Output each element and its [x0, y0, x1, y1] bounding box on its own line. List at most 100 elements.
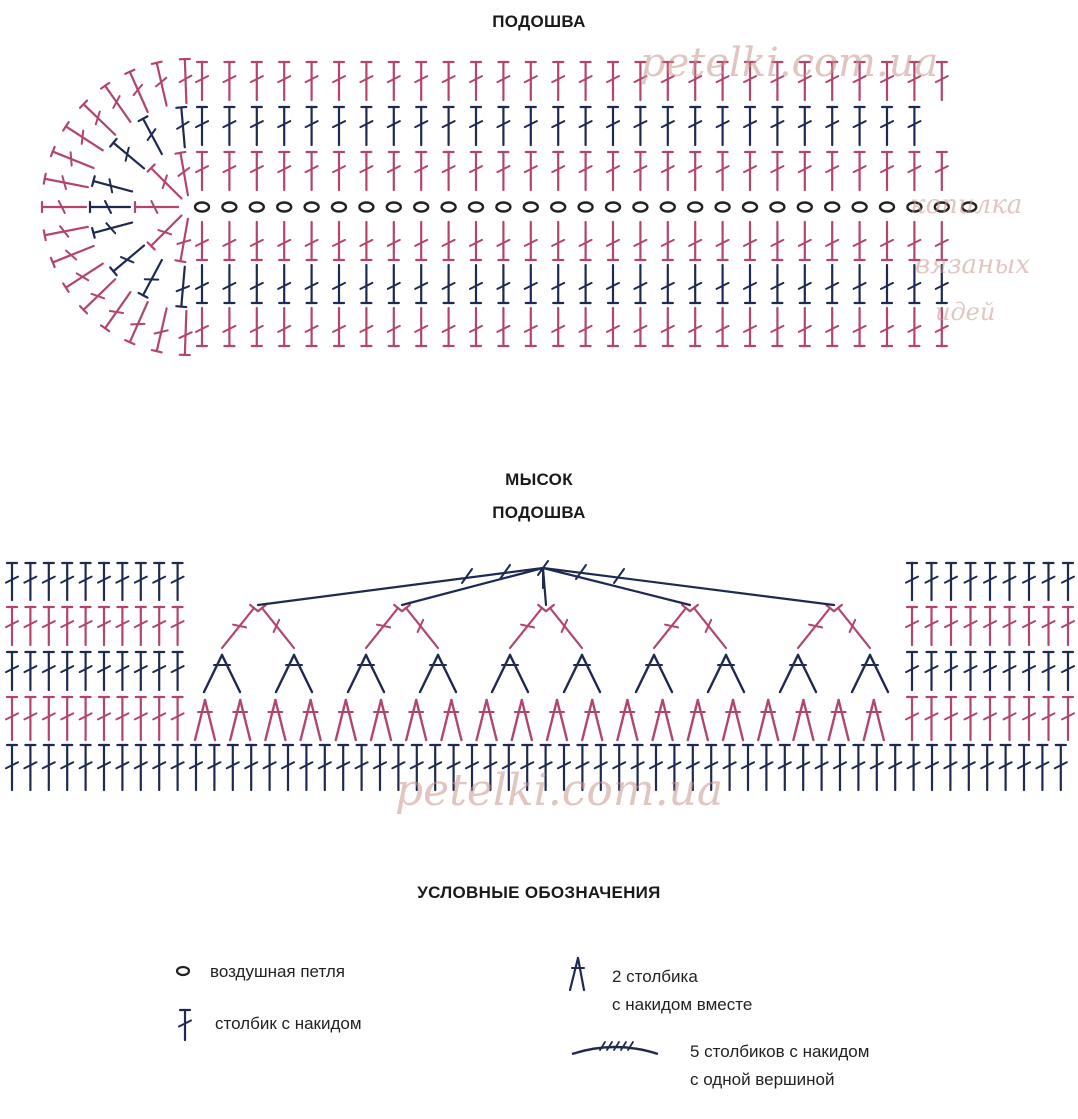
stitch-leg — [418, 653, 440, 694]
double-crochet-icon — [770, 105, 785, 147]
yarn-over — [599, 1041, 606, 1051]
dc2tog-icon — [369, 698, 393, 742]
stitch-yarn-over — [60, 665, 75, 674]
chain-stitch-icon — [796, 201, 813, 213]
double-crochet-icon — [170, 561, 185, 602]
stitch-yarn-over — [5, 575, 19, 584]
stitch-yarn-over — [963, 620, 978, 629]
stitch-yarn-over — [124, 146, 130, 162]
legend-dc2tog-label-1: 2 столбика — [612, 967, 698, 986]
double-crochet-icon — [207, 743, 222, 792]
double-crochet-icon — [23, 561, 38, 602]
double-crochet-icon — [1035, 743, 1050, 792]
double-crochet-icon — [359, 220, 374, 262]
dc2tog-icon — [634, 653, 674, 694]
stitch-leg — [292, 653, 314, 694]
double-crochet-icon — [551, 60, 566, 102]
stitch-yarn-over — [336, 761, 351, 770]
double-crochet-icon — [743, 220, 757, 262]
double-crochet-icon — [814, 743, 829, 792]
stitch-yarn-over — [386, 324, 401, 333]
stitch-yarn-over — [743, 120, 757, 129]
double-crochet-icon — [943, 743, 958, 792]
stitch-yarn-over — [60, 761, 75, 770]
stitch-yarn-over — [557, 761, 571, 770]
double-crochet-icon — [652, 603, 692, 650]
stitch-leg — [415, 698, 428, 742]
stitch-yarn-over — [575, 761, 590, 770]
double-crochet-icon — [386, 150, 401, 192]
stitch-leg — [778, 653, 800, 694]
stitch-leg — [334, 698, 347, 742]
double-crochet-icon — [578, 306, 593, 348]
dc2tog-icon — [490, 653, 530, 694]
stitch-top-bar — [91, 226, 96, 239]
stitch-yarn-over — [23, 620, 38, 629]
stitch-yarn-over — [170, 575, 185, 584]
stitch-yarn-over — [354, 761, 369, 770]
stitch-yarn-over — [262, 761, 277, 770]
double-crochet-icon — [1061, 605, 1075, 647]
stitch-leg — [581, 698, 594, 742]
stitch-yarn-over — [606, 120, 620, 129]
stitch-yarn-over — [943, 761, 958, 770]
stitch-yarn-over — [195, 120, 209, 129]
stitch-yarn-over — [523, 75, 538, 84]
double-crochet-icon — [152, 561, 167, 602]
stitch-yarn-over — [465, 761, 479, 770]
double-crochet-icon — [825, 220, 840, 262]
stitch-yarn-over — [560, 618, 569, 634]
double-crochet-icon — [1022, 650, 1036, 692]
stitch-yarn-over — [299, 761, 314, 770]
stitch-yarn-over — [332, 165, 346, 174]
double-crochet-icon — [688, 306, 703, 348]
dc2tog-icon — [706, 653, 746, 694]
stitch-yarn-over — [924, 620, 939, 629]
stitch-yarn-over — [1061, 712, 1075, 721]
stitch-leg — [796, 653, 818, 694]
stitch-yarn-over — [1041, 665, 1056, 674]
double-crochet-icon — [944, 605, 958, 647]
chain-stitch-icon — [741, 201, 759, 213]
stitch-leg — [238, 698, 252, 742]
double-crochet-icon — [508, 603, 548, 650]
stitch-stem — [128, 70, 149, 114]
stitch-yarn-over — [61, 175, 67, 191]
stitch-top-bar — [248, 603, 260, 613]
stitch-leg — [344, 698, 357, 742]
stitch-yarn-over — [115, 665, 130, 674]
double-crochet-icon — [150, 307, 169, 354]
stitch-yarn-over — [195, 281, 209, 290]
stitch-yarn-over — [359, 75, 374, 84]
double-crochet-icon — [249, 263, 264, 305]
double-crochet-icon — [5, 650, 19, 692]
double-crochet-icon — [924, 605, 939, 647]
stitch-yarn-over — [304, 165, 319, 174]
double-crochet-icon — [825, 263, 840, 305]
double-crochet-icon — [496, 150, 511, 192]
double-crochet-icon — [743, 105, 757, 147]
stitch-yarn-over — [277, 165, 292, 174]
stitch-yarn-over — [688, 281, 703, 290]
double-crochet-icon — [544, 603, 584, 650]
stitch-leg — [202, 653, 224, 694]
double-crochet-icon — [1022, 695, 1036, 742]
stitch-yarn-over — [332, 75, 346, 84]
double-crochet-icon — [115, 695, 130, 742]
stitch-leg — [591, 698, 604, 742]
double-crochet-icon — [441, 306, 456, 348]
stitch-yarn-over — [770, 165, 785, 174]
stitch-stem — [548, 606, 584, 650]
stitch-yarn-over — [41, 761, 56, 770]
stitch-stem — [796, 606, 832, 650]
double-crochet-icon — [496, 306, 511, 348]
chain-stitch-icon — [604, 201, 622, 213]
double-crochet-icon — [5, 561, 19, 602]
double-crochet-icon — [743, 150, 757, 192]
double-crochet-icon — [685, 743, 700, 792]
double-crochet-icon — [441, 150, 456, 192]
dc2tog-icon — [228, 698, 252, 742]
dc2tog-icon — [757, 698, 780, 742]
double-crochet-icon — [1002, 561, 1017, 602]
double-crochet-icon — [523, 263, 538, 305]
